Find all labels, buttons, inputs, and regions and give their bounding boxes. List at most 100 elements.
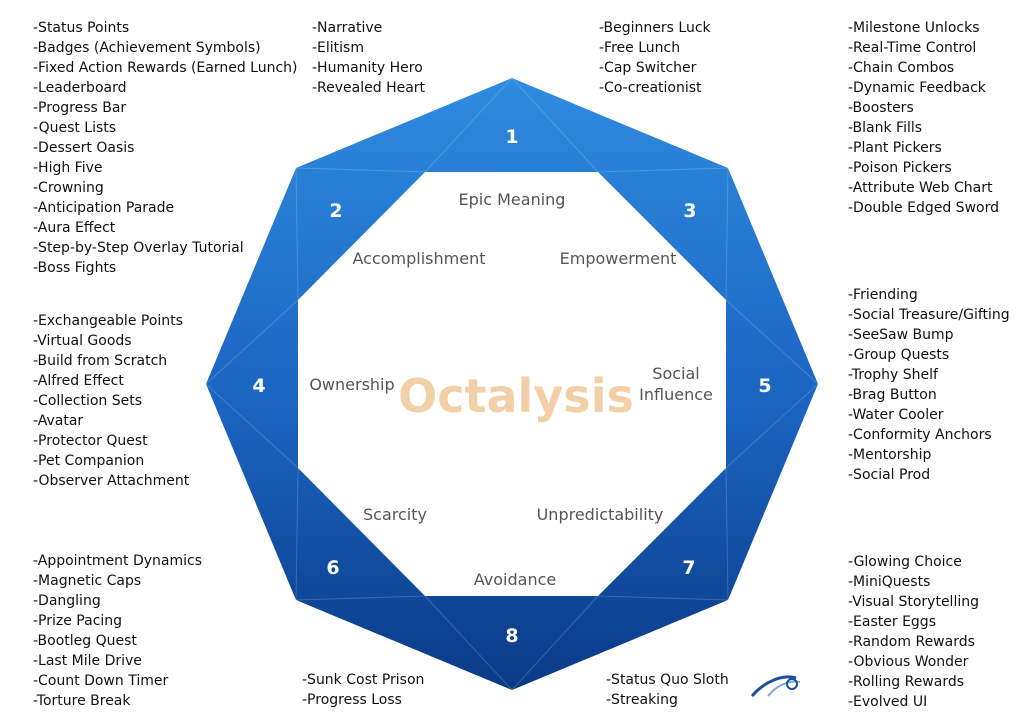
list-item: -Status Quo Sloth — [606, 672, 729, 688]
list-item: -Boosters — [848, 100, 914, 116]
list-item: -Plant Pickers — [848, 140, 942, 156]
center-title: Octalysis — [398, 369, 634, 423]
list-item: -Prize Pacing — [33, 613, 123, 629]
drive-label-avoidance: Avoidance — [474, 570, 556, 589]
list-item: -Mentorship — [848, 447, 932, 463]
drive-label-empowerment: Empowerment — [560, 249, 677, 268]
list-item: -Random Rewards — [848, 634, 975, 650]
drive-number-7: 7 — [682, 557, 695, 579]
list-item: -Boss Fights — [33, 260, 117, 276]
list-item: -Humanity Hero — [312, 60, 423, 76]
list-item: -Dangling — [33, 593, 101, 609]
list-item: -Group Quests — [848, 347, 950, 363]
list-item: -Social Treasure/Gifting — [848, 307, 1010, 323]
drive-label-social-influence-line1: Social — [652, 364, 699, 383]
drive-number-8: 8 — [505, 625, 518, 647]
list-item: -Status Points — [33, 20, 130, 36]
list-item: -Progress Bar — [33, 100, 127, 116]
list-item: -Rolling Rewards — [848, 674, 965, 690]
drive-label-social-influence-line2: Influence — [639, 385, 713, 404]
list-item: -Conformity Anchors — [848, 427, 992, 443]
list-item: -Evolved UI — [848, 694, 928, 710]
list-item: -Free Lunch — [599, 40, 681, 56]
list-item: -Exchangeable Points — [33, 313, 183, 329]
list-item: -Count Down Timer — [33, 673, 169, 689]
drive-number-2: 2 — [329, 200, 342, 222]
list-scarcity: -Appointment Dynamics -Magnetic Caps -Dang… — [33, 551, 202, 711]
list-empowerment: -Milestone Unlocks -Real-Time Control -Cha… — [848, 18, 999, 218]
list-item: -Progress Loss — [302, 692, 402, 708]
list-avoidance-right: -Status Quo Sloth -Streaking — [606, 670, 729, 710]
list-item: -Glowing Choice — [848, 554, 962, 570]
list-epic-meaning: -Narrative -Elitism -Humanity Hero -Reveale… — [312, 18, 425, 98]
drive-label-accomplishment: Accomplishment — [353, 249, 486, 268]
list-item: -Collection Sets — [33, 393, 143, 409]
list-item: -Narrative — [312, 20, 383, 36]
list-unpredictability: -Glowing Choice -MiniQuests -Visual Storyt… — [848, 552, 979, 712]
list-item: -Streaking — [606, 692, 678, 708]
list-item: -Bootleg Quest — [33, 633, 137, 649]
list-item: -Social Prod — [848, 467, 931, 483]
spoke-lines — [205, 77, 819, 691]
list-item: -Magnetic Caps — [33, 573, 142, 589]
list-item: -Visual Storytelling — [848, 594, 979, 610]
drive-number-6: 6 — [326, 557, 339, 579]
list-item: -Badges (Achievement Symbols) — [33, 40, 261, 56]
list-social-influence: -Friending -Social Treasure/Gifting -SeeSa… — [848, 285, 1010, 485]
list-item: -Avatar — [33, 413, 84, 429]
drive-label-unpredictability: Unpredictability — [537, 505, 664, 524]
list-accomplishment: -Status Points -Badges (Achievement Symbo… — [33, 18, 298, 278]
list-item: -Pet Companion — [33, 453, 145, 469]
list-item: -Revealed Heart — [312, 80, 426, 96]
list-item: -Protector Quest — [33, 433, 148, 449]
list-item: -High Five — [33, 160, 103, 176]
drive-number-1: 1 — [505, 126, 518, 148]
list-item: -Crowning — [33, 180, 104, 196]
list-item: -Elitism — [312, 40, 364, 56]
drive-label-epic-meaning: Epic Meaning — [459, 190, 566, 209]
list-item: -Anticipation Parade — [33, 200, 175, 216]
list-item: -Blank Fills — [848, 120, 923, 136]
list-item: -Fixed Action Rewards (Earned Lunch) — [33, 60, 298, 76]
list-epic-meaning-right: -Beginners Luck -Free Lunch -Cap Switcher -… — [599, 18, 711, 98]
list-item: -Real-Time Control — [848, 40, 977, 56]
list-item: -Attribute Web Chart — [848, 180, 993, 196]
list-item: -Beginners Luck — [599, 20, 711, 36]
list-item: -Aura Effect — [33, 220, 116, 236]
list-item: -Milestone Unlocks — [848, 20, 980, 36]
list-item: -Observer Attachment — [33, 473, 190, 489]
list-item: -Water Cooler — [848, 407, 944, 423]
list-item: -Cap Switcher — [599, 60, 697, 76]
logo-swoosh-icon — [750, 675, 801, 697]
list-item: -Appointment Dynamics — [33, 553, 203, 569]
list-item: -Step-by-Step Overlay Tutorial — [33, 240, 244, 256]
list-item: -Leaderboard — [33, 80, 127, 96]
list-item: -MiniQuests — [848, 574, 931, 590]
list-item: -Dynamic Feedback — [848, 80, 986, 96]
list-item: -Poison Pickers — [848, 160, 952, 176]
list-item: -Chain Combos — [848, 60, 955, 76]
list-ownership: -Exchangeable Points -Virtual Goods -Build… — [33, 311, 189, 491]
drive-number-5: 5 — [758, 375, 771, 397]
list-item: -Alfred Effect — [33, 373, 124, 389]
list-item: -Double Edged Sword — [848, 200, 999, 216]
list-item: -SeeSaw Bump — [848, 327, 954, 343]
list-item: -Quest Lists — [33, 120, 117, 136]
list-item: -Dessert Oasis — [33, 140, 135, 156]
drive-label-scarcity: Scarcity — [363, 505, 427, 524]
octagon-ring — [206, 78, 818, 690]
drive-number-4: 4 — [252, 375, 265, 397]
list-item: -Obvious Wonder — [848, 654, 969, 670]
list-item: -Trophy Shelf — [848, 367, 938, 383]
list-item: -Easter Eggs — [848, 614, 936, 630]
list-item: -Sunk Cost Prison — [302, 672, 425, 688]
list-item: -Torture Break — [33, 693, 131, 709]
drive-label-ownership: Ownership — [309, 375, 394, 394]
list-item: -Friending — [848, 287, 918, 303]
list-item: -Virtual Goods — [33, 333, 132, 349]
list-avoidance-left: -Sunk Cost Prison -Progress Loss — [302, 670, 424, 710]
list-item: -Brag Button — [848, 387, 937, 403]
list-item: -Build from Scratch — [33, 353, 168, 369]
list-item: -Co-creationist — [599, 80, 702, 96]
